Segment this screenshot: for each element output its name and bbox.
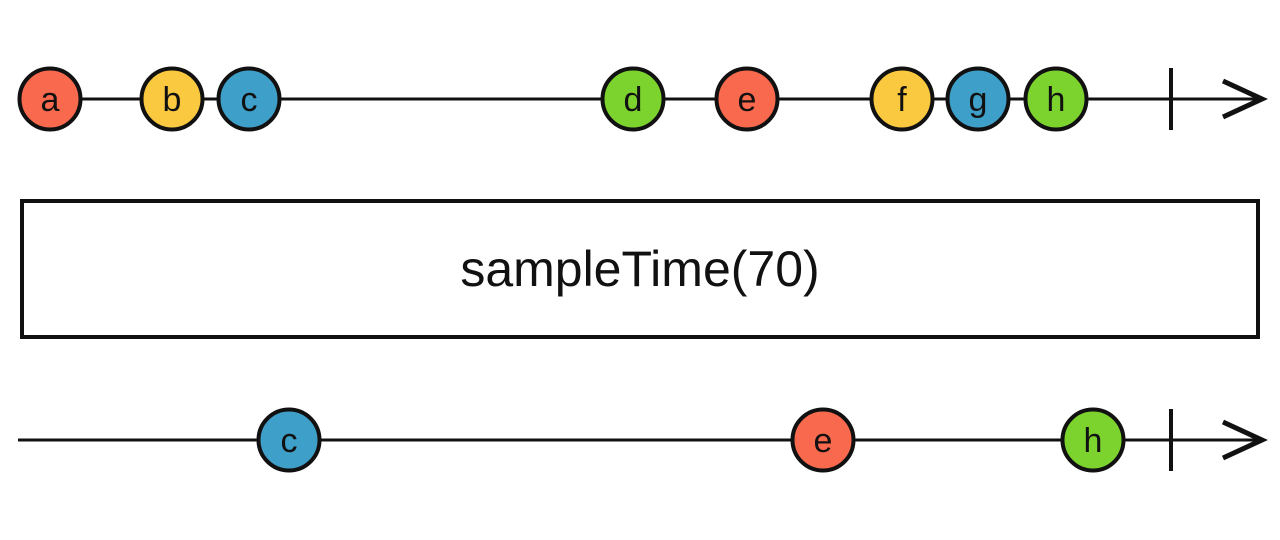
marble-label-h: h: [1084, 422, 1103, 460]
marble-label-g: g: [969, 81, 988, 119]
marble-label-a: a: [41, 81, 60, 119]
marble-g: g: [945, 66, 1011, 132]
marble-circle-g: [945, 66, 1011, 132]
marble-label-e: e: [738, 81, 757, 119]
marble-circle-h: [1023, 66, 1089, 132]
marble-c: c: [216, 66, 282, 132]
marble-circle-d: [600, 66, 666, 132]
marble-a: a: [17, 66, 83, 132]
marble-circle-e: [714, 66, 780, 132]
marble-circle-f: [869, 66, 935, 132]
marble-f: f: [869, 66, 935, 132]
marble-label-f: f: [897, 81, 907, 119]
marble-circle-b: [139, 66, 205, 132]
marble-e: e: [790, 407, 856, 473]
marble-circle-c: [256, 407, 322, 473]
source-timeline: a b c d e f g h: [17, 66, 1268, 132]
marble-c: c: [256, 407, 322, 473]
marble-label-d: d: [624, 81, 643, 119]
arrowhead-icon: [1221, 419, 1268, 461]
marble-b: b: [139, 66, 205, 132]
arrowhead-icon: [1221, 78, 1268, 120]
marble-circle-a: [17, 66, 83, 132]
operator-box: [20, 199, 1260, 339]
marble-label-e: e: [814, 422, 833, 460]
marble-label-b: b: [163, 81, 182, 119]
marble-circle-e: [790, 407, 856, 473]
marble-e: e: [714, 66, 780, 132]
marble-circle-h: [1060, 407, 1126, 473]
marble-label-c: c: [281, 422, 298, 460]
marble-h: h: [1023, 66, 1089, 132]
marble-h: h: [1060, 407, 1126, 473]
operator-label: sampleTime(70): [460, 241, 819, 297]
marble-circle-c: [216, 66, 282, 132]
marble-label-h: h: [1047, 81, 1066, 119]
marble-label-c: c: [241, 81, 258, 119]
marble-d: d: [600, 66, 666, 132]
